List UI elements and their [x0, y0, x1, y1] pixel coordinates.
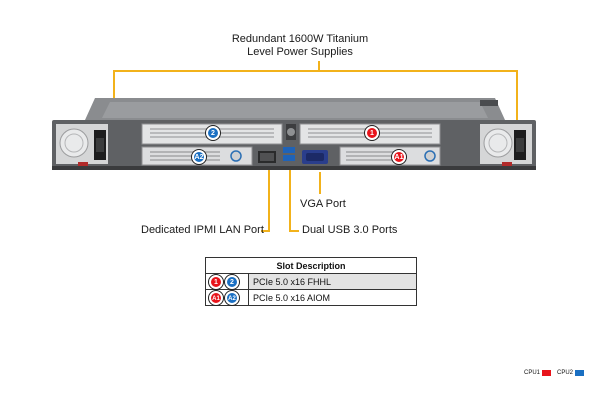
- slot-a2-badge: A2: [192, 150, 206, 164]
- cpu1-legend-label: CPU1: [524, 370, 541, 376]
- psu-callout-line1: Redundant 1600W Titanium: [231, 33, 369, 45]
- slot-badge: 2: [225, 274, 239, 289]
- server-rear-view: [52, 98, 536, 170]
- slot-2-badge: 2: [206, 126, 220, 140]
- right-psu: [480, 124, 532, 166]
- psu-callout-stem: [318, 61, 320, 71]
- slot-badge: A1: [209, 290, 223, 305]
- usb-port-2: [283, 155, 295, 161]
- vga-callout-line: [319, 172, 321, 194]
- psu-callout-right: [516, 70, 518, 130]
- left-psu: [56, 124, 108, 166]
- slot-a1-badge: A1: [392, 150, 406, 164]
- psu-callout-bar: [113, 70, 518, 72]
- cpu2-swatch: [575, 370, 585, 376]
- slot-1-badge: 1: [365, 126, 379, 140]
- psu-callout-line2: Level Power Supplies: [247, 46, 353, 58]
- usb-port-1: [283, 147, 295, 153]
- slot-badge: 1: [209, 274, 223, 289]
- ipmi-lan-port-label: Dedicated IPMI LAN Port: [141, 224, 264, 236]
- ipmi-callout-horizontal: [261, 230, 270, 232]
- usb-ports-label: Dual USB 3.0 Ports: [302, 224, 398, 236]
- ipmi-callout-vertical: [268, 170, 270, 232]
- slot-desc: PCIe 5.0 x16 FHHL: [248, 273, 417, 290]
- slot-badge: A2: [225, 290, 239, 305]
- table-header: Slot Description: [205, 257, 417, 274]
- usb-callout-horizontal: [289, 230, 299, 232]
- table-header-row: Slot Description: [205, 257, 417, 274]
- aiom-slot-a1: [339, 146, 441, 166]
- cpu2-legend: CPU2: [557, 370, 585, 376]
- slot-desc: PCIe 5.0 x16 AIOM: [248, 289, 417, 306]
- cpu1-legend: CPU1: [524, 370, 552, 376]
- cpu2-legend-label: CPU2: [557, 370, 574, 376]
- vga-port-label: VGA Port: [300, 198, 346, 210]
- usb-callout-vertical: [289, 170, 291, 232]
- cpu1-swatch: [542, 370, 552, 376]
